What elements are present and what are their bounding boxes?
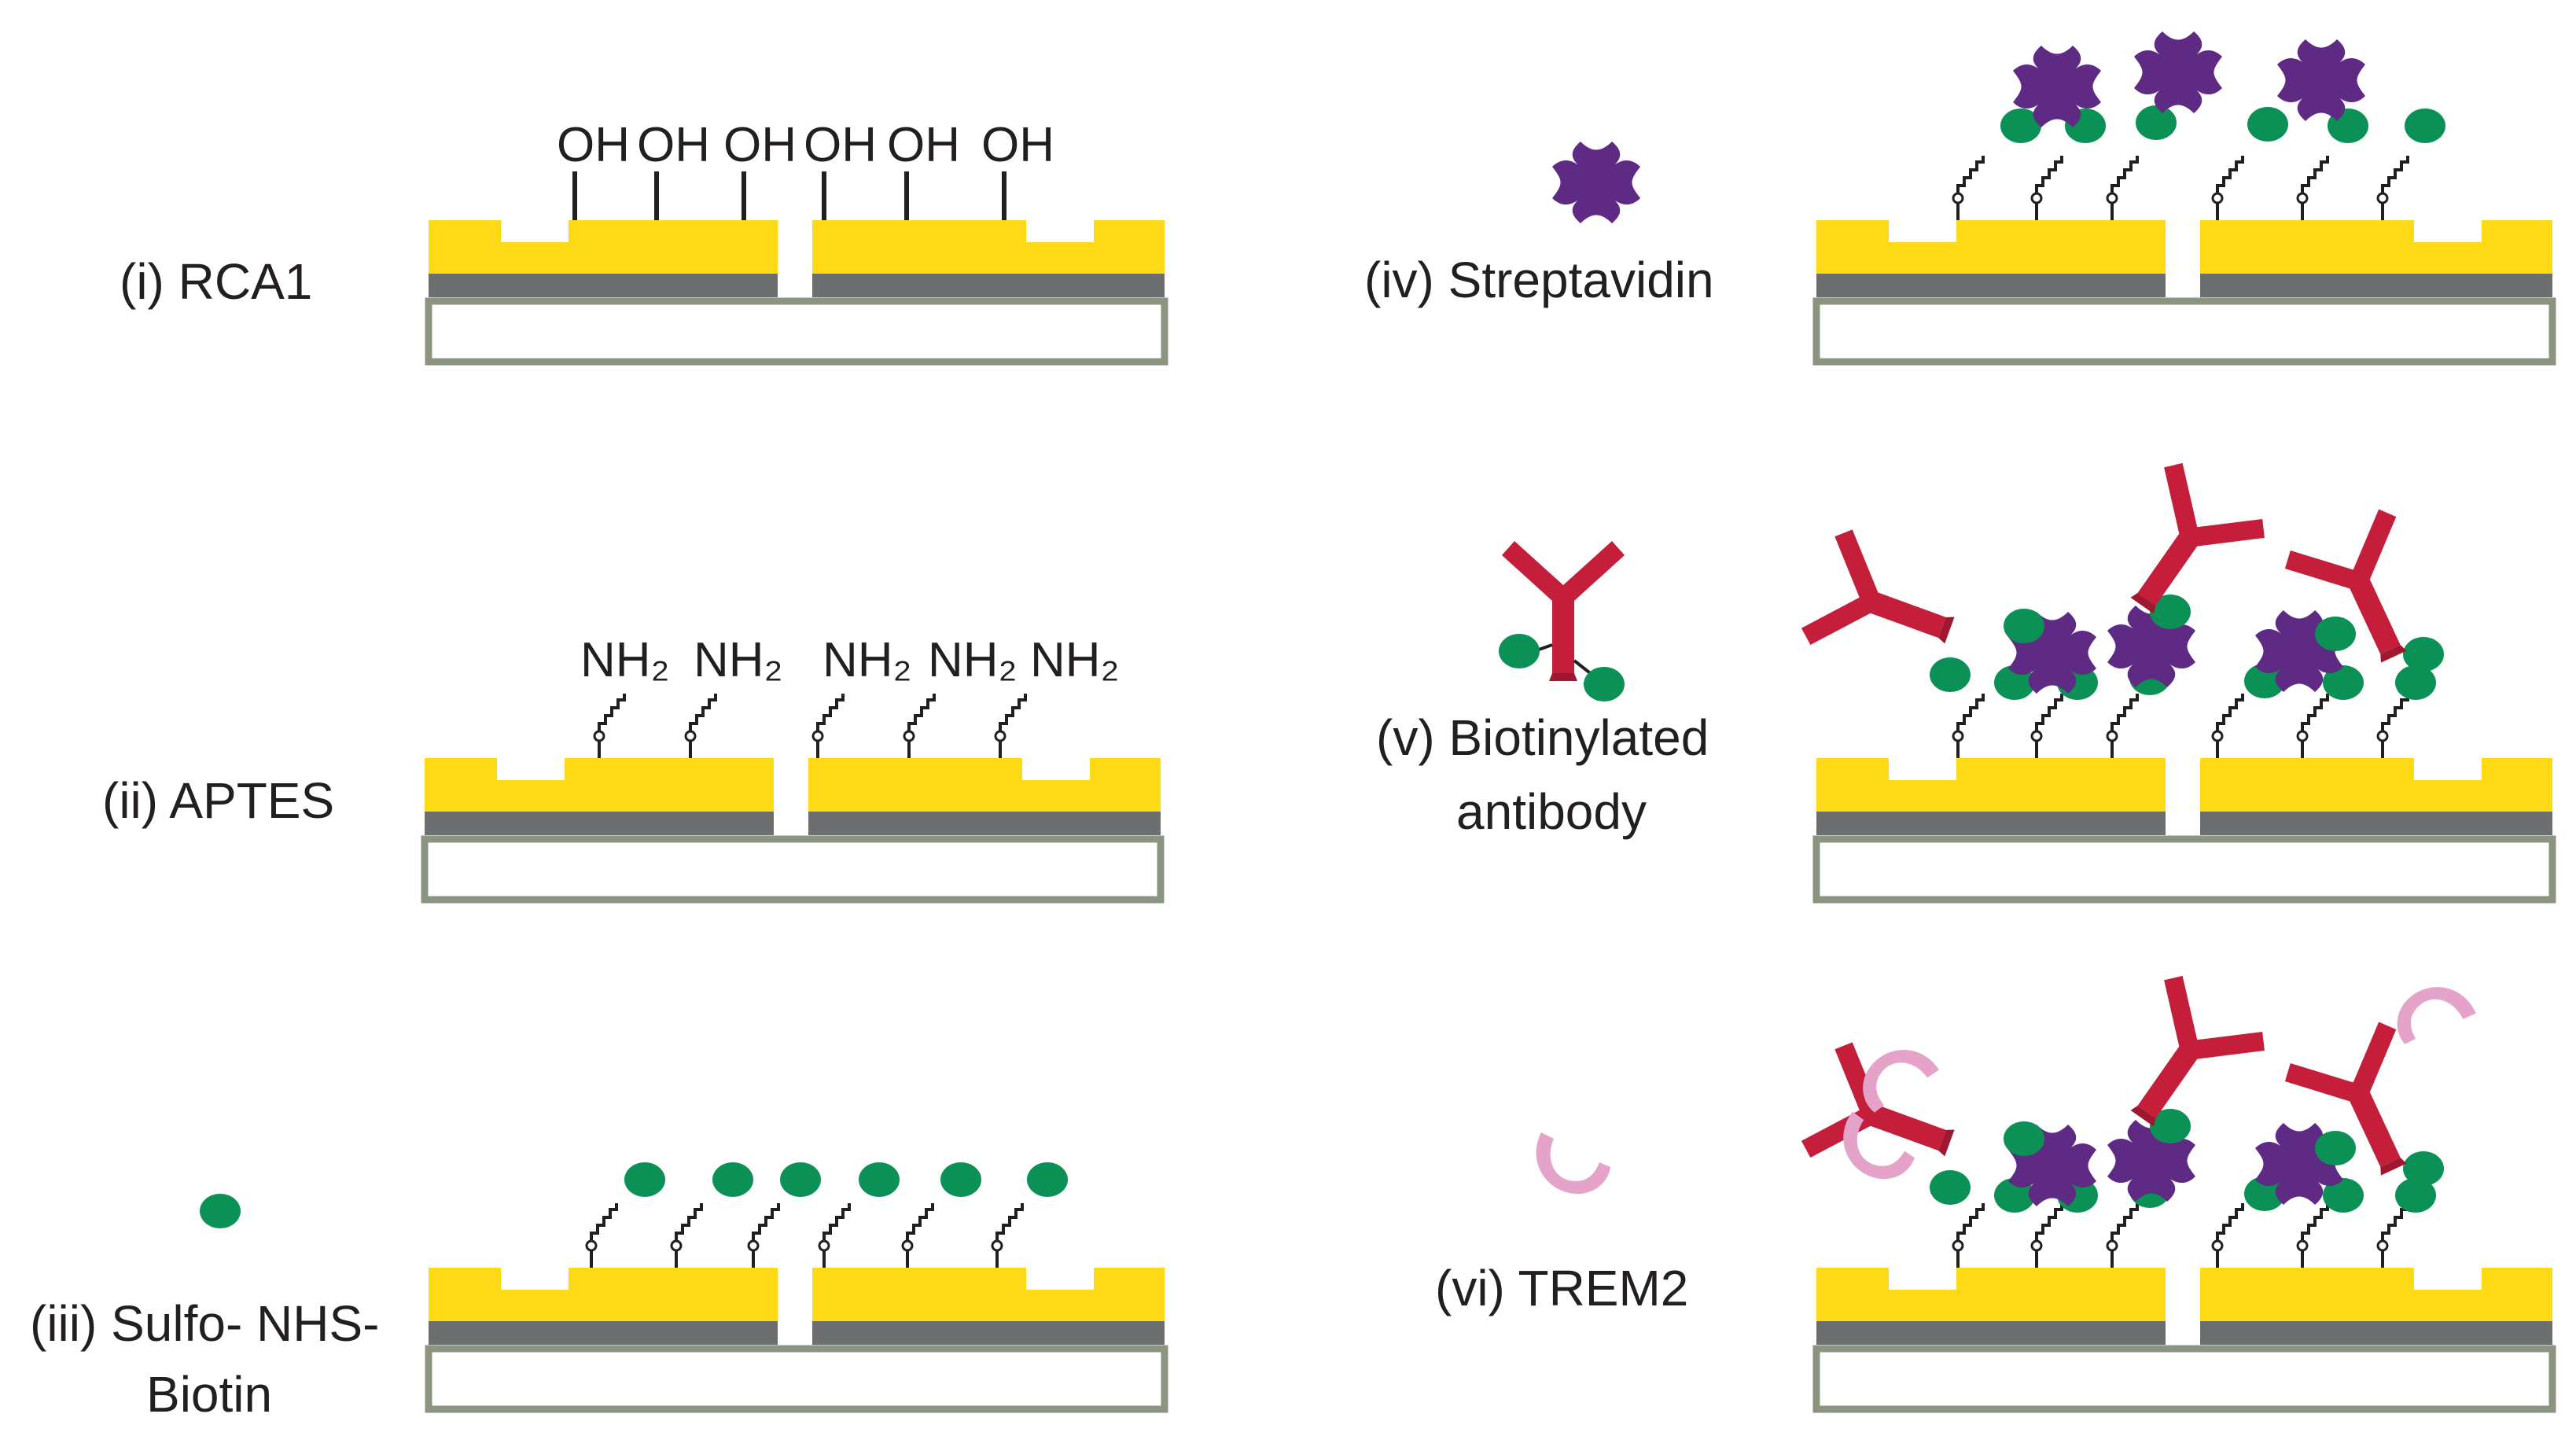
- streptavidin: [2277, 39, 2365, 121]
- panel-ii: NH₂ NH₂ NH₂ NH₂ NH₂ (ii) APTES: [102, 633, 1161, 900]
- aptes-linker: [1952, 1202, 1985, 1269]
- biotin: [2136, 105, 2177, 140]
- label-v-line1: (v) Biotinylated: [1376, 709, 1709, 766]
- biotin: [2403, 637, 2444, 672]
- oh-group-1: OH: [557, 118, 630, 172]
- label-i: (i) RCA1: [120, 253, 312, 310]
- chip-vi: [1816, 1268, 2552, 1409]
- aptes-linker: [2296, 1202, 2329, 1269]
- aptes-linker: [818, 1202, 851, 1269]
- aptes-linker: [811, 692, 845, 760]
- label-iv: (iv) Streptavidin: [1364, 252, 1714, 308]
- aptes-linker: [2030, 154, 2063, 222]
- aptes-linker: [1952, 692, 1985, 760]
- nh2-group-4: NH₂: [928, 633, 1018, 687]
- chip-iii: [429, 1268, 1165, 1409]
- biotin: [2004, 1121, 2044, 1156]
- biotin: [2004, 609, 2044, 643]
- aptes-linker: [2296, 692, 2329, 760]
- aptes-linker: [903, 692, 936, 760]
- aptes-linker: [2376, 692, 2409, 760]
- aptes-linker: [670, 1202, 703, 1269]
- aptes-linker: [991, 1202, 1024, 1269]
- aptes-linker: [593, 692, 626, 760]
- biotin: [940, 1162, 981, 1197]
- aptes-linker: [2106, 154, 2139, 222]
- aptes-linker: [684, 692, 717, 760]
- aptes-linker: [2376, 154, 2409, 222]
- aptes-linker: [1952, 154, 1985, 222]
- chip-ii: [425, 758, 1161, 900]
- nh2-group-2: NH₂: [694, 633, 783, 687]
- streptavidin: [2134, 31, 2222, 113]
- aptes-linker: [994, 692, 1027, 760]
- trem2-icon: [1536, 1132, 1610, 1195]
- biotin: [859, 1162, 900, 1197]
- aptes-linker: [585, 1202, 618, 1269]
- chip-i: [429, 220, 1165, 362]
- biotin: [2315, 1131, 2356, 1165]
- oh-group-3: OH: [723, 118, 797, 172]
- aptes-linker: [747, 1202, 780, 1269]
- label-iii-line2: Biotin: [146, 1366, 272, 1423]
- aptes-linker: [2106, 1202, 2139, 1269]
- chip-iv: [1816, 220, 2552, 362]
- nh2-group-3: NH₂: [822, 633, 912, 687]
- aptes-linker: [901, 1202, 934, 1269]
- chip-v: [1816, 758, 2552, 900]
- aptes-linker: [2211, 154, 2244, 222]
- aptes-linker: [2211, 692, 2244, 760]
- biotin: [712, 1162, 753, 1197]
- aptes-linker: [2296, 154, 2329, 222]
- biotin: [2315, 617, 2356, 651]
- aptes-linker: [2106, 692, 2139, 760]
- antibody-icon: [1499, 541, 1625, 701]
- panel-vi: (vi) TREM2: [1435, 968, 2552, 1409]
- nh2-group-1: NH₂: [580, 633, 670, 687]
- panel-iii: (iii) Sulfo- NHS- Biotin: [30, 1162, 1165, 1423]
- oh-group-4: OH: [804, 118, 877, 172]
- nh2-group-5: NH₂: [1030, 633, 1120, 687]
- aptes-linker: [2030, 1202, 2063, 1269]
- label-v-line2: antibody: [1456, 783, 1647, 840]
- label-ii: (ii) APTES: [102, 772, 334, 829]
- aptes-linker: [2376, 1202, 2409, 1269]
- aptes-linker: [2030, 692, 2063, 760]
- trem2: [2384, 970, 2479, 1067]
- biotin: [1027, 1162, 1068, 1197]
- label-iii-line1: (iii) Sulfo- NHS-: [30, 1295, 379, 1352]
- oh-group-2: OH: [637, 118, 710, 172]
- biotin: [2247, 107, 2288, 142]
- aptes-linker: [2211, 1202, 2244, 1269]
- panel-iv: (iv) Streptavidin: [1364, 31, 2552, 362]
- biotin: [780, 1162, 821, 1197]
- label-vi: (vi) TREM2: [1435, 1260, 1688, 1316]
- biotin: [1930, 657, 1971, 692]
- biotin: [624, 1162, 665, 1197]
- panel-i: OH OH OH OH OH OH (i) RCA1: [120, 118, 1165, 362]
- biotin-icon: [200, 1194, 241, 1228]
- biotin: [2405, 109, 2445, 143]
- oh-group-6: OH: [981, 118, 1054, 172]
- streptavidin-icon: [1552, 142, 1640, 223]
- biotin: [1930, 1170, 1971, 1205]
- panel-v: (v) Biotinylated antibody: [1376, 455, 2552, 900]
- biotin: [2403, 1151, 2444, 1186]
- oh-group-5: OH: [887, 118, 960, 172]
- hydroxyl-groups: [572, 171, 1006, 220]
